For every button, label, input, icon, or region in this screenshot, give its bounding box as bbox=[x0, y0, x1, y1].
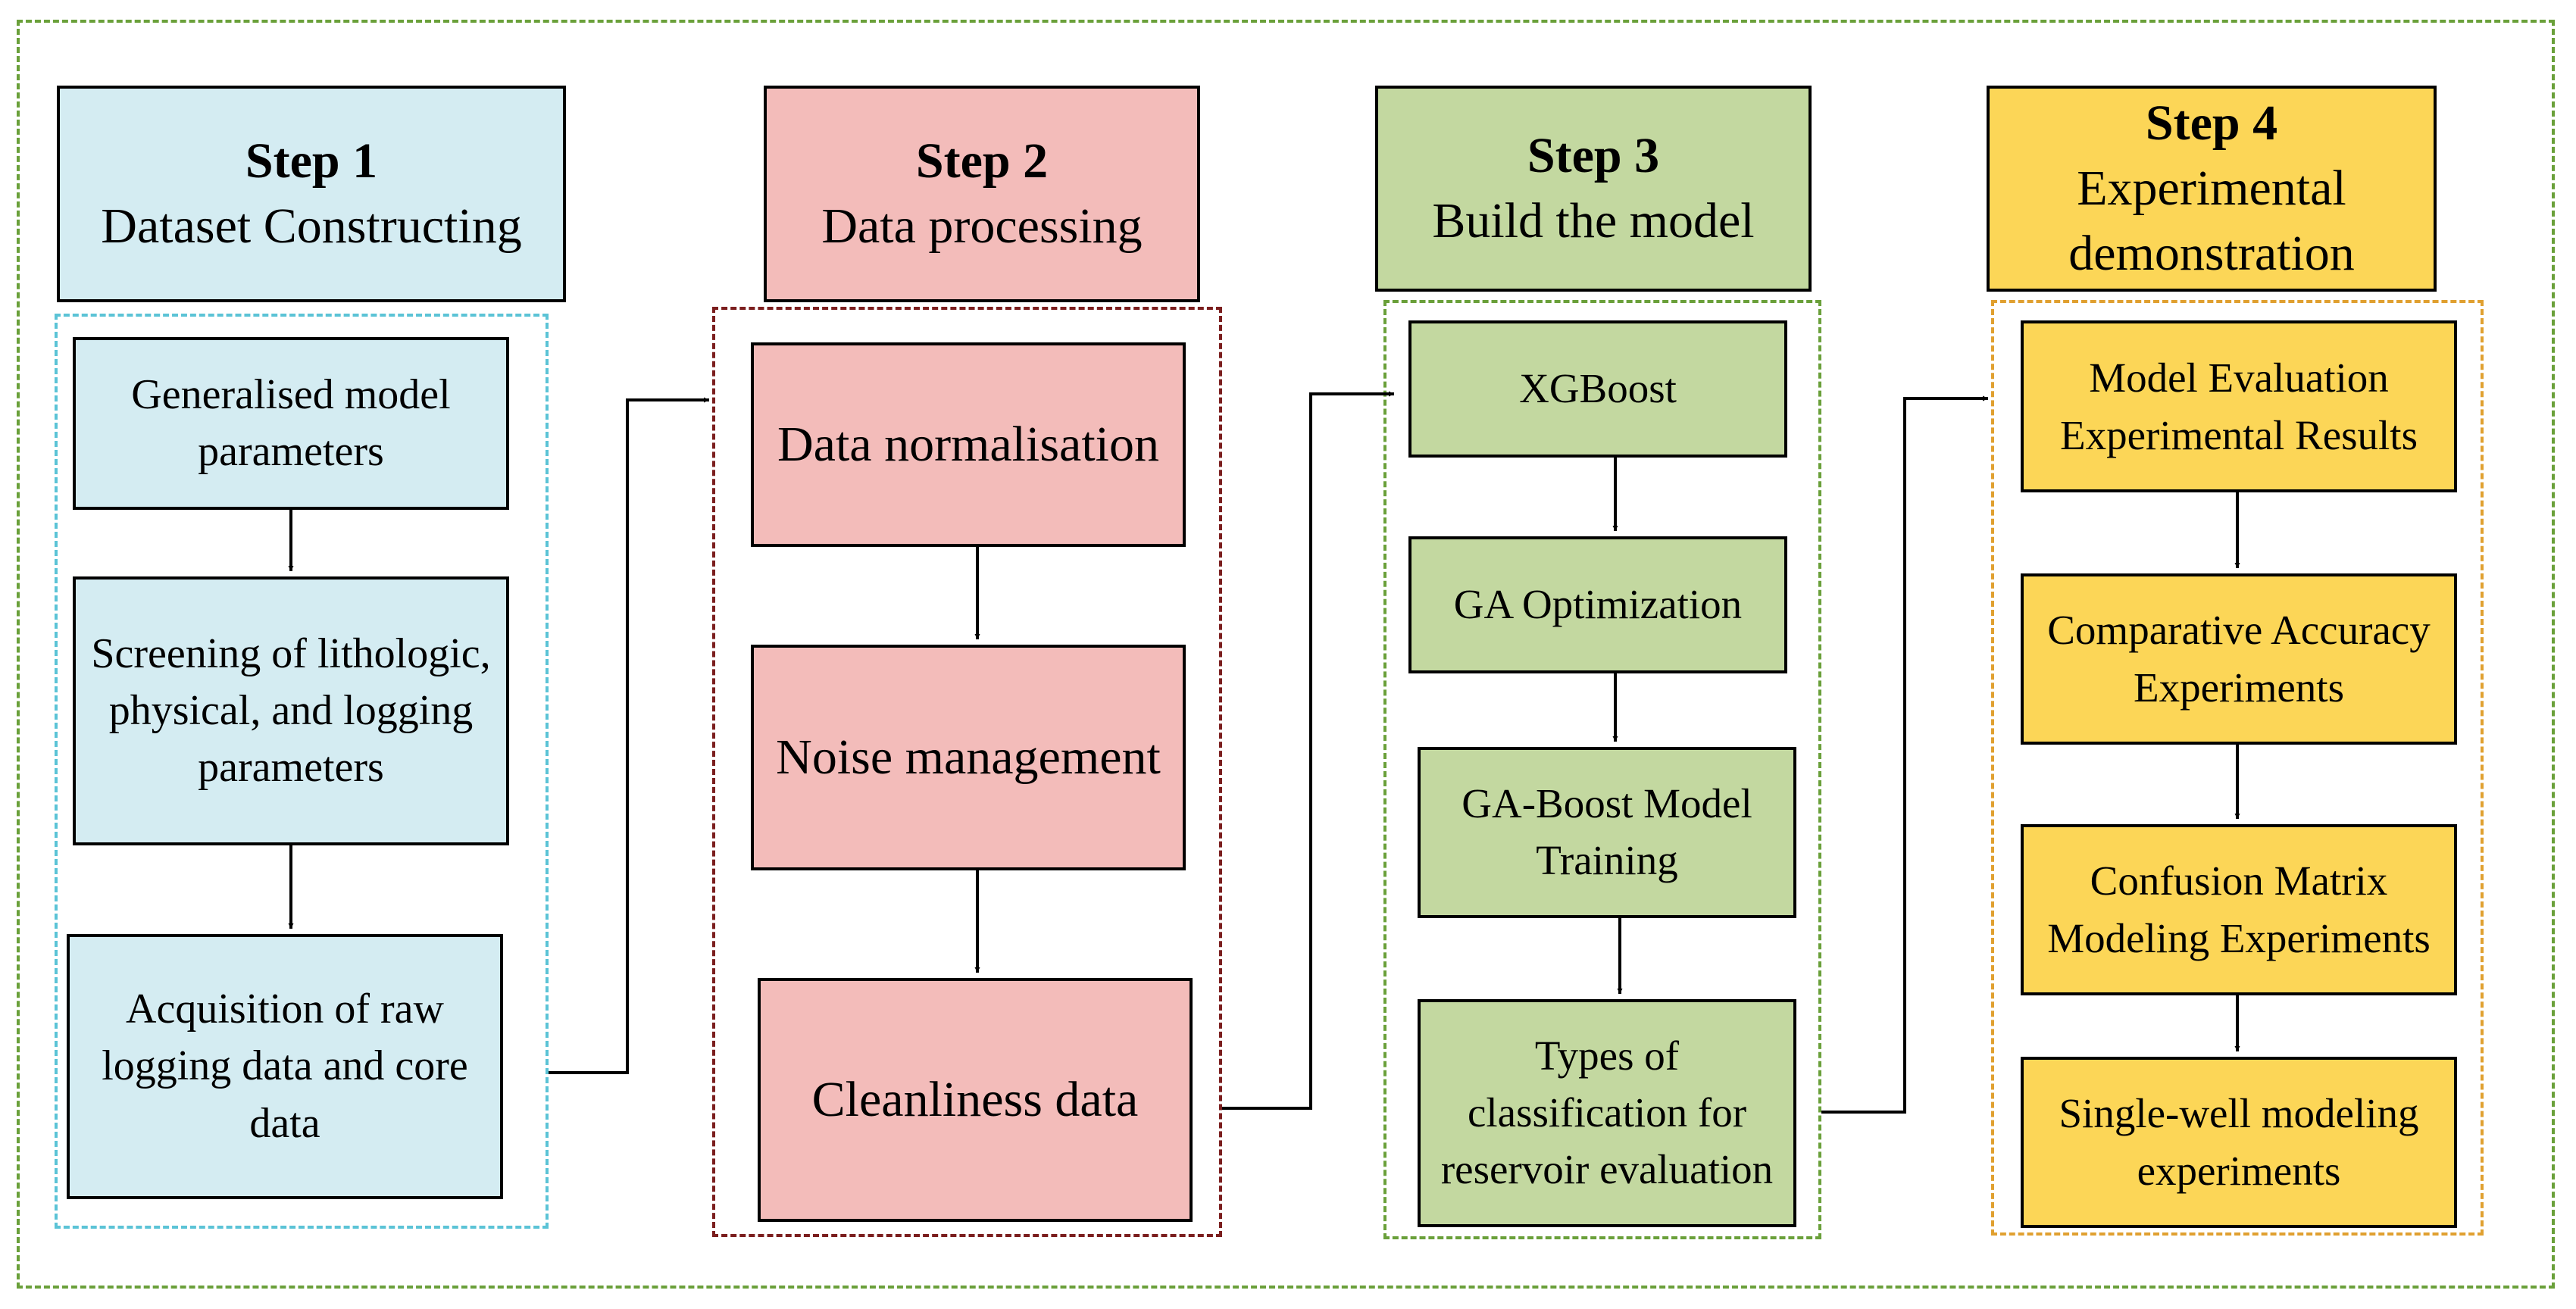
step3-box-4: Types of classification for reservoir ev… bbox=[1418, 999, 1796, 1227]
step4-title: Experimental demonstration bbox=[2068, 161, 2355, 281]
step3-box-1-text: XGBoost bbox=[1519, 365, 1677, 412]
step4-box-1: Model Evaluation Experimental Results bbox=[2021, 320, 2457, 492]
step3-box-2-text: GA Optimization bbox=[1453, 581, 1743, 628]
step2-title: Data processing bbox=[821, 198, 1143, 254]
step3-group bbox=[1383, 300, 1821, 1239]
step3-title: Build the model bbox=[1432, 193, 1755, 248]
step2-number: Step 2 bbox=[915, 133, 1049, 189]
step2-box-2: Noise management bbox=[751, 645, 1186, 870]
step3-box-3: GA-Boost Model Training bbox=[1418, 747, 1796, 918]
step4-box-1-text: Model Evaluation Experimental Results bbox=[2060, 354, 2418, 458]
step3-box-3-text: GA-Boost Model Training bbox=[1462, 780, 1752, 883]
step3-number: Step 3 bbox=[1527, 128, 1660, 184]
step4-box-4: Single-well modeling experiments bbox=[2021, 1057, 2457, 1228]
step1-group bbox=[55, 314, 549, 1229]
step3-box-4-text: Types of classification for reservoir ev… bbox=[1440, 1033, 1774, 1192]
step1-box-3: Acquisition of raw logging data and core… bbox=[67, 934, 503, 1199]
step1-box-2: Screening of lithologic, physical, and l… bbox=[73, 576, 509, 845]
step4-box-3: Confusion Matrix Modeling Experiments bbox=[2021, 824, 2457, 995]
step1-title: Dataset Constructing bbox=[101, 198, 522, 254]
arrow-step3-to-step4 bbox=[1821, 395, 1988, 1114]
step4-group bbox=[1991, 300, 2484, 1236]
step4-box-4-text: Single-well modeling experiments bbox=[2059, 1090, 2419, 1194]
step1-number: Step 1 bbox=[245, 133, 378, 189]
arrow-step2-to-step3 bbox=[1222, 391, 1394, 1110]
step4-number: Step 4 bbox=[2145, 95, 2278, 152]
step2-box-2-text: Noise management bbox=[776, 729, 1161, 786]
step1-box-2-text: Screening of lithologic, physical, and l… bbox=[91, 630, 491, 792]
arrow-step1-to-step2 bbox=[549, 397, 709, 1074]
step2-box-3: Cleanliness data bbox=[758, 978, 1193, 1222]
step1-header: Step 1 Dataset Constructing bbox=[57, 86, 566, 302]
step2-box-1-text: Data normalisation bbox=[777, 417, 1160, 473]
step3-header: Step 3 Build the model bbox=[1375, 86, 1812, 292]
step4-header: Step 4 Experimental demonstration bbox=[1987, 86, 2437, 292]
step3-box-1: XGBoost bbox=[1408, 320, 1787, 458]
step2-header: Step 2 Data processing bbox=[764, 86, 1200, 302]
step1-box-1-text: Generalised model parameters bbox=[131, 370, 451, 475]
outer-frame bbox=[17, 20, 2555, 1289]
step1-box-1: Generalised model parameters bbox=[73, 337, 509, 510]
step1-box-3-text: Acquisition of raw logging data and core… bbox=[102, 986, 468, 1147]
step4-box-2: Comparative Accuracy Experiments bbox=[2021, 573, 2457, 745]
step2-box-1: Data normalisation bbox=[751, 342, 1186, 547]
step4-box-3-text: Confusion Matrix Modeling Experiments bbox=[2047, 858, 2431, 961]
step2-box-3-text: Cleanliness data bbox=[811, 1072, 1139, 1128]
step3-box-2: GA Optimization bbox=[1408, 536, 1787, 673]
step4-box-2-text: Comparative Accuracy Experiments bbox=[2047, 607, 2431, 711]
step2-group bbox=[712, 307, 1222, 1237]
